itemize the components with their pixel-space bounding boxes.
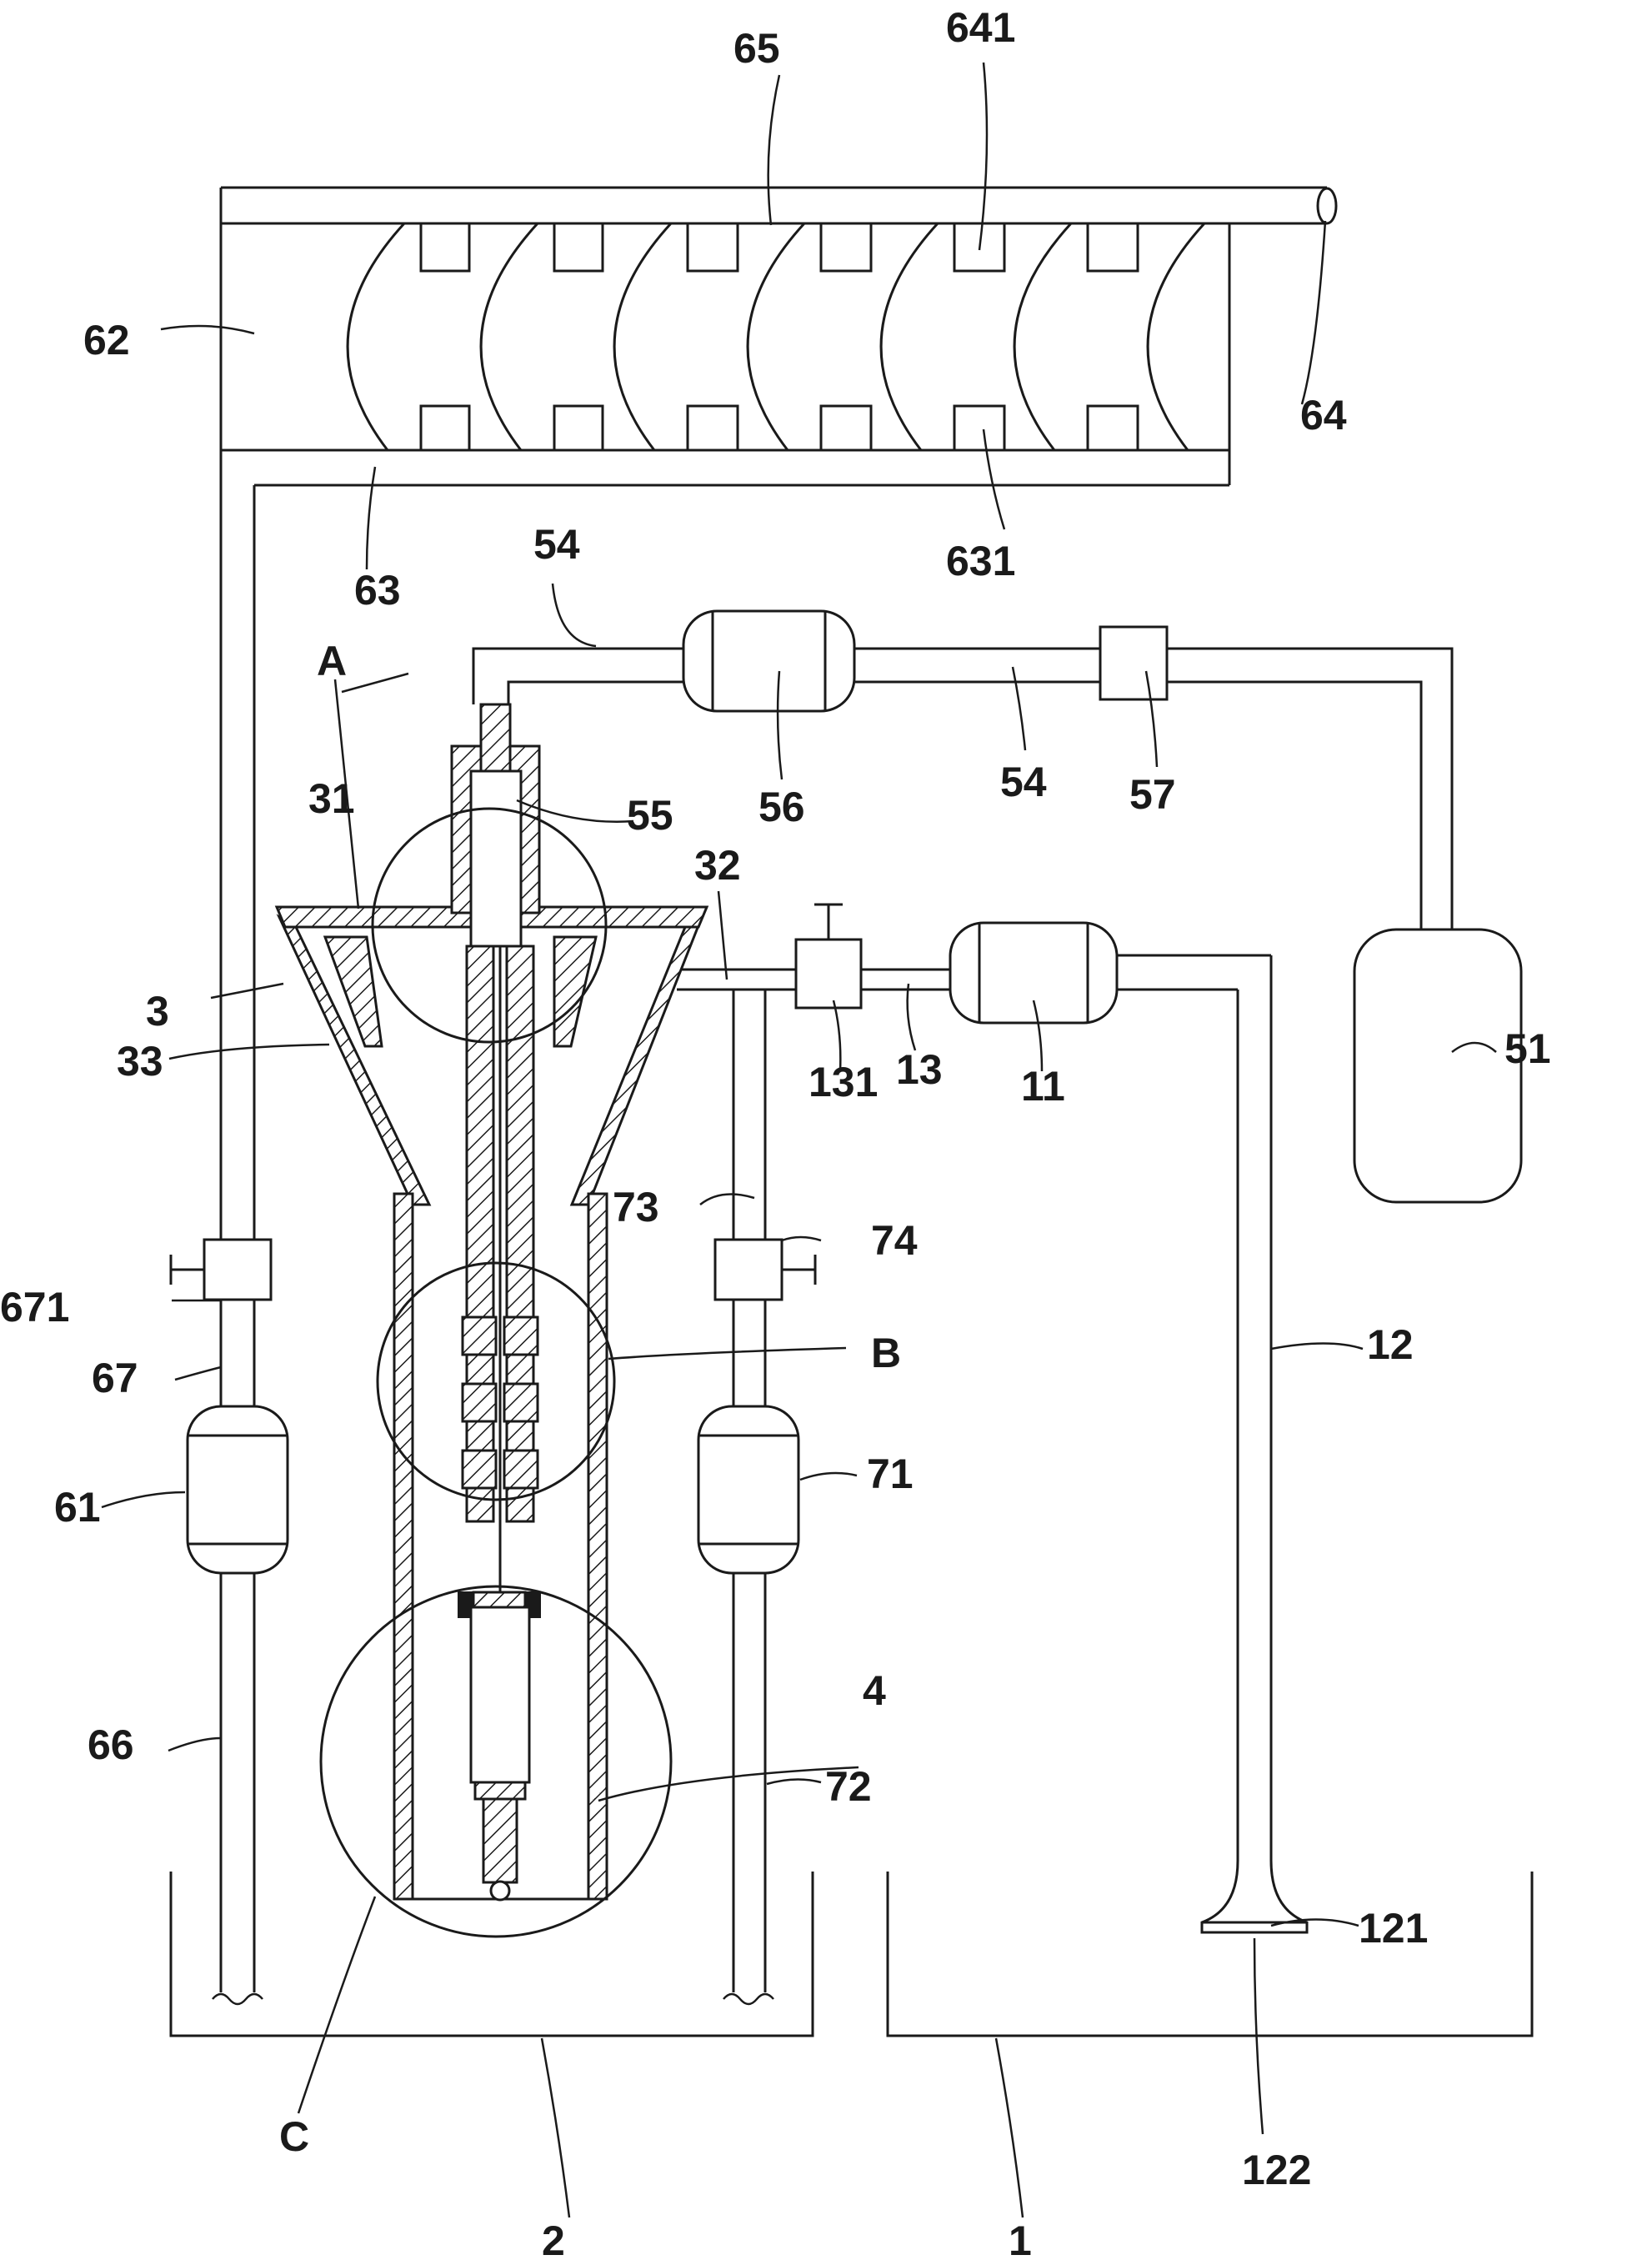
condenser-62 — [219, 186, 1338, 487]
label-51: 51 — [1504, 1025, 1551, 1072]
label-b: B — [871, 1330, 901, 1376]
label-71: 71 — [867, 1451, 914, 1497]
label-122: 122 — [1242, 2147, 1311, 2193]
valve-74 — [713, 1238, 817, 1301]
label-11: 11 — [1021, 1063, 1065, 1110]
label-4: 4 — [863, 1667, 886, 1714]
label-61: 61 — [54, 1484, 101, 1531]
label-64: 64 — [1300, 392, 1347, 438]
pipe-12 — [1236, 955, 1273, 1861]
valve-671 — [169, 1238, 273, 1301]
label-31: 31 — [308, 775, 355, 822]
detail-circle-a — [371, 807, 608, 1044]
pump-61 — [186, 1405, 289, 1575]
label-65: 65 — [733, 25, 780, 72]
label-2: 2 — [542, 2217, 565, 2260]
cylinder-4 — [393, 1192, 608, 1901]
label-13: 13 — [896, 1046, 943, 1093]
label-72: 72 — [825, 1763, 872, 1810]
pump-71 — [697, 1405, 800, 1575]
funnel-3 — [274, 905, 709, 1899]
label-3: 3 — [146, 988, 169, 1035]
label-66: 66 — [88, 1721, 134, 1768]
label-63: 63 — [354, 567, 401, 614]
labels: 65 641 62 64 63 631 54 54 56 57 A 31 55 … — [0, 4, 1551, 2260]
label-57: 57 — [1129, 771, 1176, 818]
label-73: 73 — [613, 1184, 659, 1230]
tank-51 — [1353, 928, 1523, 1204]
detail-circle-c — [319, 1585, 673, 1938]
pump-11 — [949, 921, 1119, 1025]
label-56: 56 — [758, 784, 805, 830]
leader-lines — [101, 62, 1497, 2218]
label-62: 62 — [83, 317, 130, 363]
label-121: 121 — [1359, 1905, 1428, 1952]
label-131: 131 — [808, 1059, 878, 1105]
label-c: C — [279, 2113, 309, 2160]
pump-56 — [682, 609, 856, 713]
label-74: 74 — [871, 1217, 918, 1264]
label-631: 631 — [946, 538, 1015, 584]
tank-1 — [886, 1872, 1534, 2037]
detail-circle-b — [376, 1261, 616, 1501]
pipe-54 — [472, 647, 1454, 930]
label-33: 33 — [117, 1038, 163, 1085]
valve-57 — [1099, 625, 1169, 701]
tank-2 — [169, 1872, 814, 2037]
valve-131 — [794, 903, 863, 1010]
label-12: 12 — [1367, 1321, 1414, 1368]
label-a: A — [317, 638, 347, 684]
label-54b: 54 — [1000, 759, 1047, 805]
label-67: 67 — [92, 1355, 138, 1401]
pipe-66 — [212, 450, 263, 2006]
label-54a: 54 — [533, 521, 580, 568]
label-671: 671 — [0, 1284, 69, 1330]
label-641: 641 — [946, 4, 1015, 51]
label-1: 1 — [1009, 2217, 1032, 2260]
label-55: 55 — [627, 792, 673, 839]
label-32: 32 — [694, 842, 741, 889]
rod-55 — [450, 703, 541, 1902]
